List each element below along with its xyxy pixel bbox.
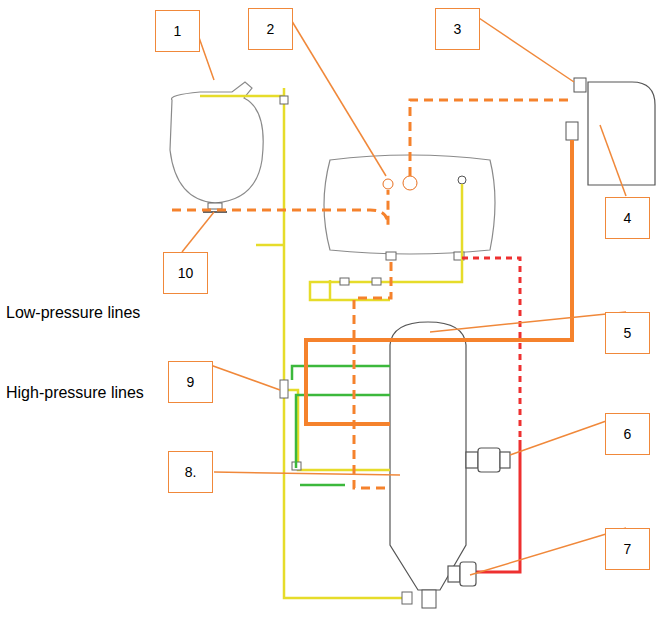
callout-number: 2 xyxy=(267,21,275,37)
callout-box: 1 xyxy=(155,10,200,52)
callout-box: 6 xyxy=(605,413,650,455)
callout-number: 3 xyxy=(454,21,462,37)
callout-box: 4 xyxy=(605,197,650,239)
drain-valve xyxy=(208,203,222,209)
port xyxy=(383,179,393,189)
callout-box: 9 xyxy=(168,361,213,403)
low-pressure-line xyxy=(200,88,462,598)
fitting xyxy=(386,252,396,260)
callout-number: 8. xyxy=(185,464,197,480)
callout-box: 8. xyxy=(168,451,213,493)
fitting xyxy=(566,122,578,140)
callout-box: 3 xyxy=(435,8,480,50)
container xyxy=(588,82,655,185)
port xyxy=(403,176,417,190)
callout-box: 10 xyxy=(163,252,208,294)
callout-number: 5 xyxy=(624,325,632,341)
callout-box: 5 xyxy=(605,312,650,354)
line-fitting xyxy=(280,96,412,604)
callout-number: 1 xyxy=(174,23,182,39)
leader-line xyxy=(182,12,626,575)
callout-number: 4 xyxy=(624,210,632,226)
callout-number: 7 xyxy=(624,541,632,557)
port xyxy=(458,176,466,184)
red-line xyxy=(462,258,520,572)
callout-box: 7 xyxy=(605,528,650,570)
callout-number: 10 xyxy=(178,265,194,281)
callout-number: 9 xyxy=(187,374,195,390)
cylinder-tank xyxy=(390,322,466,590)
callout-box: 2 xyxy=(248,8,293,50)
reservoir xyxy=(170,82,263,203)
outlet xyxy=(422,590,436,608)
line-type-label: Low-pressure lines xyxy=(6,303,146,323)
orange-line xyxy=(172,100,574,488)
fitting xyxy=(574,78,586,92)
line-type-label: High-pressure lines xyxy=(6,383,146,403)
callout-number: 6 xyxy=(624,426,632,442)
